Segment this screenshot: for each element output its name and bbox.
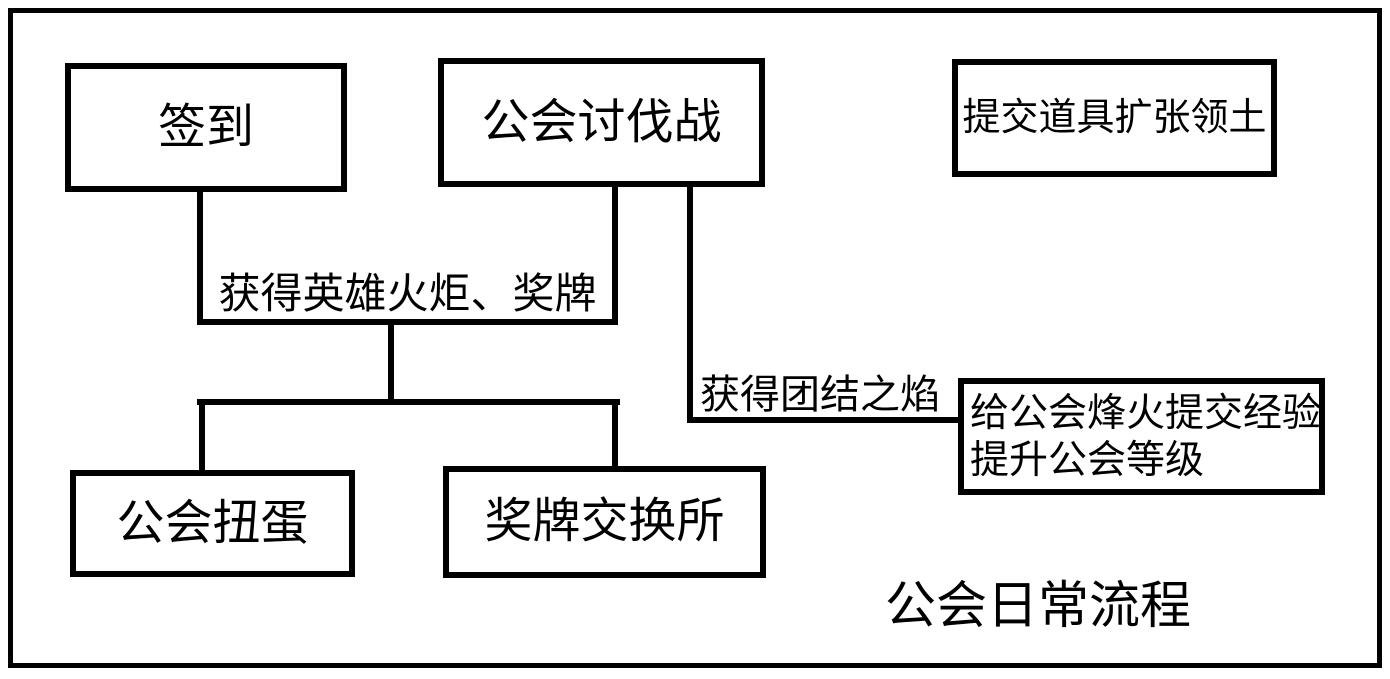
node-guild-beacon-line2: 提升公会等级 bbox=[970, 437, 1205, 483]
connector-junction-middle bbox=[388, 319, 394, 405]
outer-border bbox=[8, 8, 1382, 668]
connector-to-beacon bbox=[687, 417, 960, 423]
connector-to-gacha bbox=[199, 399, 205, 472]
edge-label-unity-flame: 获得团结之焰 bbox=[700, 372, 940, 418]
node-medal-exchange: 奖牌交换所 bbox=[443, 466, 766, 578]
node-submit-items-expand-territory: 提交道具扩张领土 bbox=[952, 59, 1277, 177]
node-medal-exchange-label: 奖牌交换所 bbox=[484, 493, 725, 550]
node-guild-gacha: 公会扭蛋 bbox=[70, 470, 355, 577]
edge-label-torch-medal: 获得英雄火炬、奖牌 bbox=[218, 269, 597, 318]
connector-signin-down bbox=[197, 190, 203, 325]
connector-horizontal-upper bbox=[197, 319, 618, 325]
connector-crusade-down-right bbox=[687, 185, 693, 423]
node-sign-in: 签到 bbox=[65, 63, 347, 192]
connector-horizontal-lower bbox=[197, 399, 620, 405]
node-submit-items-label: 提交道具扩张领土 bbox=[962, 95, 1267, 140]
node-guild-beacon: 给公会烽火提交经验 提升公会等级 bbox=[958, 378, 1325, 495]
connector-crusade-down-left bbox=[612, 185, 618, 325]
diagram-title: 公会日常流程 bbox=[885, 577, 1192, 636]
node-guild-beacon-line1: 给公会烽火提交经验 bbox=[970, 390, 1322, 436]
node-guild-beacon-text: 给公会烽火提交经验 提升公会等级 bbox=[970, 390, 1321, 484]
node-sign-in-label: 签到 bbox=[157, 98, 254, 155]
node-guild-gacha-label: 公会扭蛋 bbox=[116, 494, 309, 551]
node-guild-crusade-label: 公会讨伐战 bbox=[481, 93, 722, 150]
connector-to-medal-exchange bbox=[612, 399, 618, 468]
node-guild-crusade: 公会讨伐战 bbox=[438, 58, 765, 187]
